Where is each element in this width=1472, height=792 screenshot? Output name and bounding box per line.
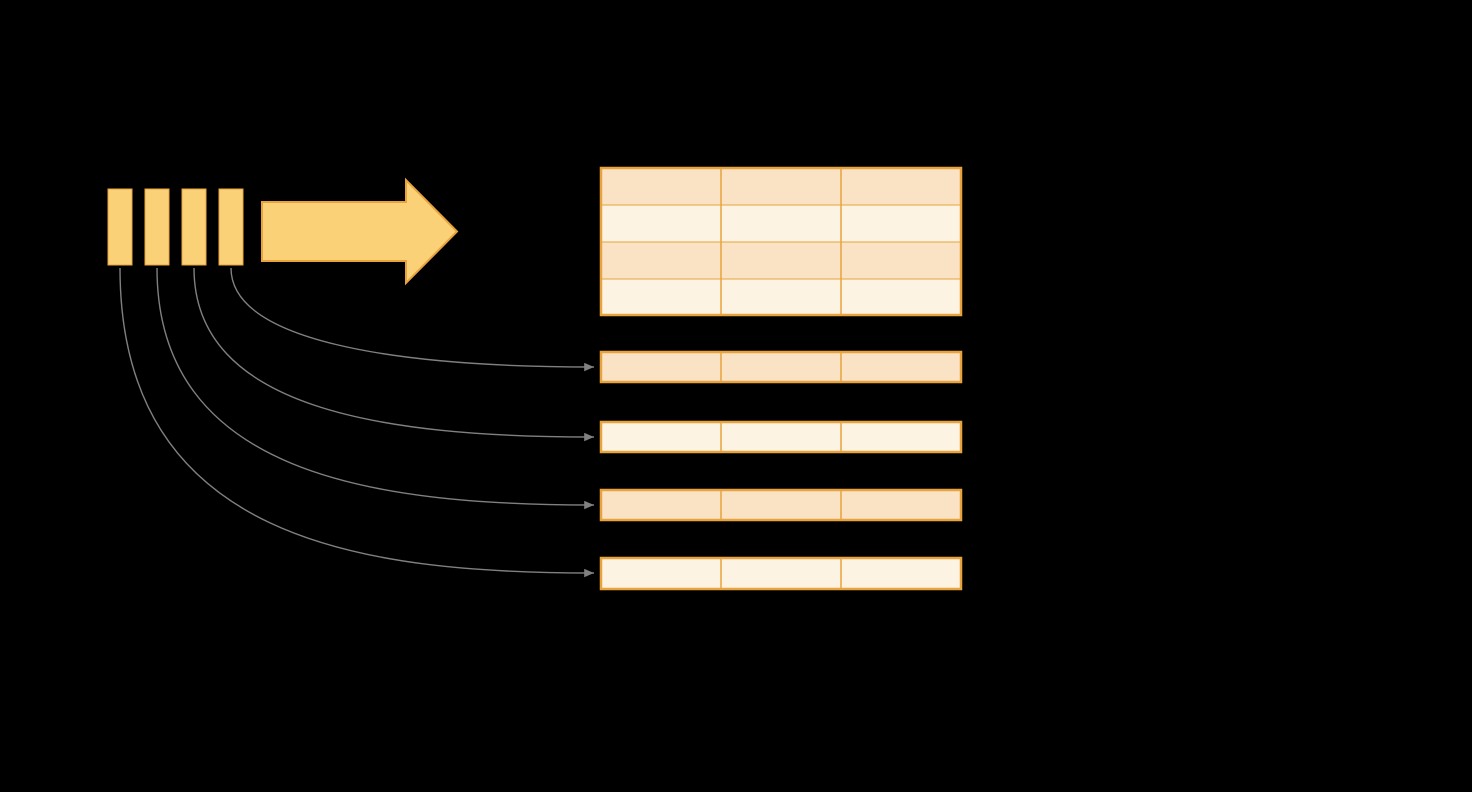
- row-table-3: [599, 488, 963, 522]
- flow-arrow: [261, 177, 459, 286]
- token-bar-4: [218, 188, 244, 266]
- main-table-row-4: [600, 278, 962, 316]
- main-table-row-3: [600, 241, 962, 280]
- main-table-row-2: [600, 204, 962, 243]
- connectors: [119, 267, 595, 578]
- connector-bar4-to-row1: [230, 267, 595, 372]
- token-bar-3: [181, 188, 207, 266]
- row-table-4: [599, 556, 963, 591]
- connector-bar1-to-row4: [119, 267, 595, 578]
- connector-bar2-to-row3: [156, 267, 595, 510]
- row-table-2-body: [599, 420, 963, 454]
- token-bar-1: [107, 188, 133, 266]
- row-table-1-body: [599, 350, 963, 384]
- token-bar-2: [144, 188, 170, 266]
- connector-bar3-to-row2: [193, 267, 595, 442]
- main-table-border: [599, 166, 963, 317]
- token-bars: [107, 188, 244, 266]
- row-table-2: [599, 420, 963, 454]
- row-table-3-body: [599, 488, 963, 522]
- row-table-1: [599, 350, 963, 384]
- main-table-row-1: [600, 167, 962, 206]
- main-table: [599, 166, 963, 317]
- row-table-4-body: [599, 556, 963, 591]
